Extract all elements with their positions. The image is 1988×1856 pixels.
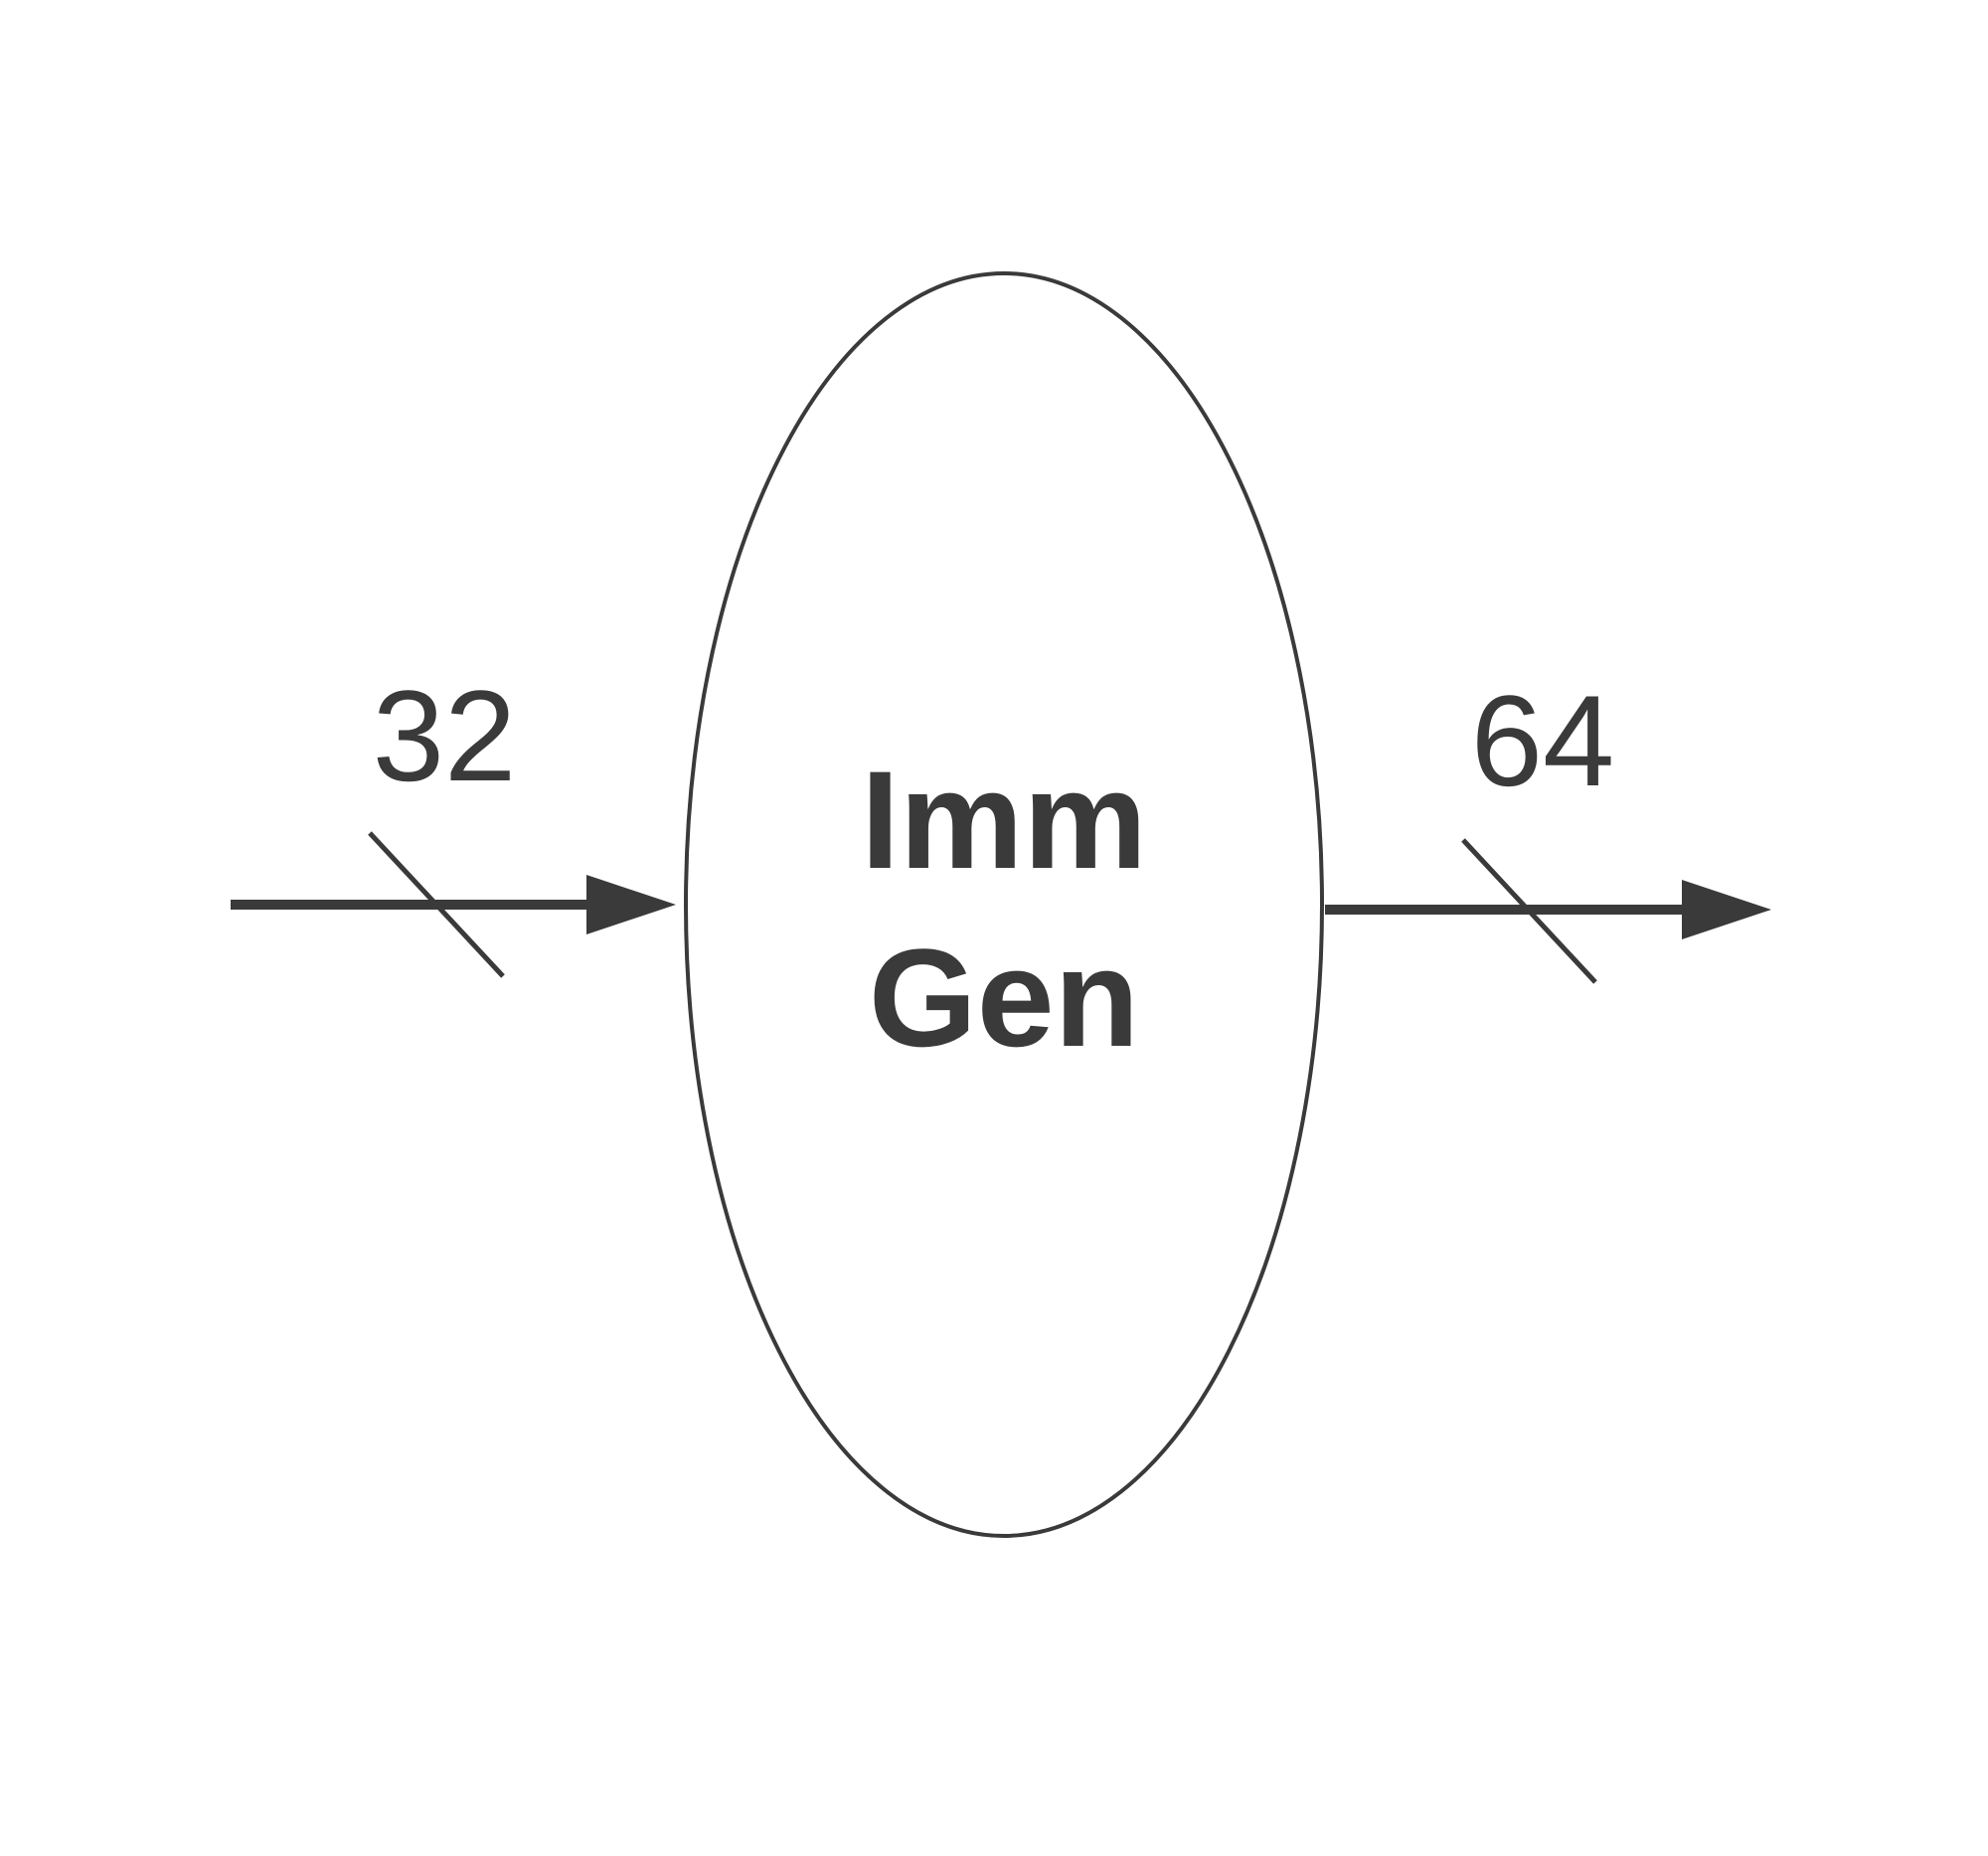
imm-gen-label-line2: Gen	[869, 920, 1139, 1076]
input-arrowhead	[586, 875, 676, 934]
imm-gen-ellipse	[684, 271, 1324, 1538]
output-bus-width-label: 64	[1471, 668, 1615, 813]
output-bus-slash	[1461, 838, 1597, 984]
input-bus-width-label: 32	[373, 663, 517, 808]
input-bus-slash	[368, 831, 505, 978]
input-bus: 32	[231, 663, 676, 978]
output-bus: 64	[1325, 668, 1771, 984]
output-arrowhead	[1682, 880, 1771, 939]
imm-gen-label-line1: Imm	[861, 742, 1147, 898]
